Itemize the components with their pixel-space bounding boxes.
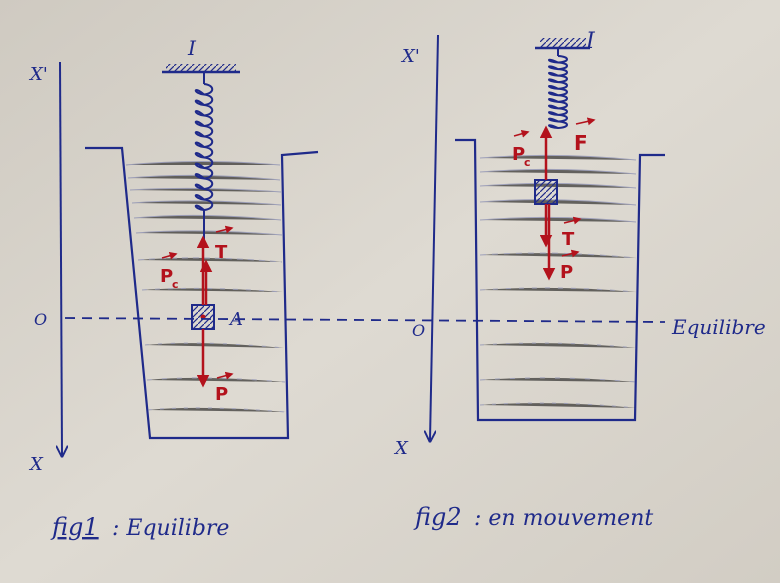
- fig1-ceiling-support: [162, 64, 240, 84]
- fig1-origin-label: O: [34, 310, 47, 329]
- fig1-label-p: P: [215, 371, 234, 405]
- fig2-label-pc-text: P: [512, 144, 525, 165]
- fig1-axis-top-label: X': [28, 64, 48, 85]
- equilibrium-dashed-line: [64, 317, 666, 323]
- fig2-axis-top-label: X': [400, 46, 420, 67]
- fig2-container: [455, 138, 665, 422]
- fig2-liquid: [479, 154, 637, 409]
- fig2-label-f: F: [574, 117, 596, 155]
- fig2-block: [534, 179, 558, 205]
- fig1-axis-line: [60, 61, 62, 455]
- fig2-caption: fig2 : en mouvement: [413, 503, 653, 531]
- fig1-liquid: [125, 161, 287, 413]
- fig2-label-t: T: [562, 216, 582, 250]
- fig1-label-pc-text: P: [160, 266, 173, 287]
- fig1-caption: fig1 : Equilibre: [50, 513, 229, 541]
- fig1-label-pc: P c: [160, 251, 179, 291]
- fig2-label-pc: P c: [512, 129, 531, 169]
- fig1-axis-bottom-label: X: [28, 454, 44, 475]
- fig1-container: [85, 146, 319, 440]
- fig2-origin-label: O: [412, 321, 425, 340]
- fig1-label-t: T: [215, 225, 234, 263]
- fig2-label-p: P: [560, 249, 580, 283]
- fig1-spring: [194, 83, 214, 212]
- fig2-caption-text: : en mouvement: [474, 506, 653, 531]
- fig2-support-label: I: [585, 29, 596, 54]
- fig2-equilibrium-label: Equilibre: [671, 315, 766, 339]
- fig2-label-pc-sub: c: [524, 156, 531, 169]
- fig2-axis-bottom-label: X: [393, 438, 409, 459]
- fig2-spring: [548, 55, 568, 130]
- fig2-axis-line: [430, 34, 439, 440]
- fig2-label-t-text: T: [562, 229, 575, 250]
- fig1-label-p-text: P: [215, 384, 228, 405]
- figure-2-motion: X' X O I: [393, 29, 766, 531]
- fig2-caption-fig: fig2: [413, 503, 462, 531]
- fig2-label-p-text: P: [560, 262, 573, 283]
- fig1-support-label: I: [187, 36, 197, 60]
- fig2-ceiling-support: [535, 38, 590, 56]
- figure-1-equilibrium: X' X O I A: [28, 36, 319, 541]
- fig1-caption-fig: fig1: [50, 513, 99, 541]
- fig2-label-f-text: F: [574, 131, 588, 155]
- fig1-label-pc-sub: c: [172, 278, 179, 291]
- fig1-caption-text: : Equilibre: [112, 516, 229, 541]
- fig1-label-t-text: T: [215, 242, 228, 263]
